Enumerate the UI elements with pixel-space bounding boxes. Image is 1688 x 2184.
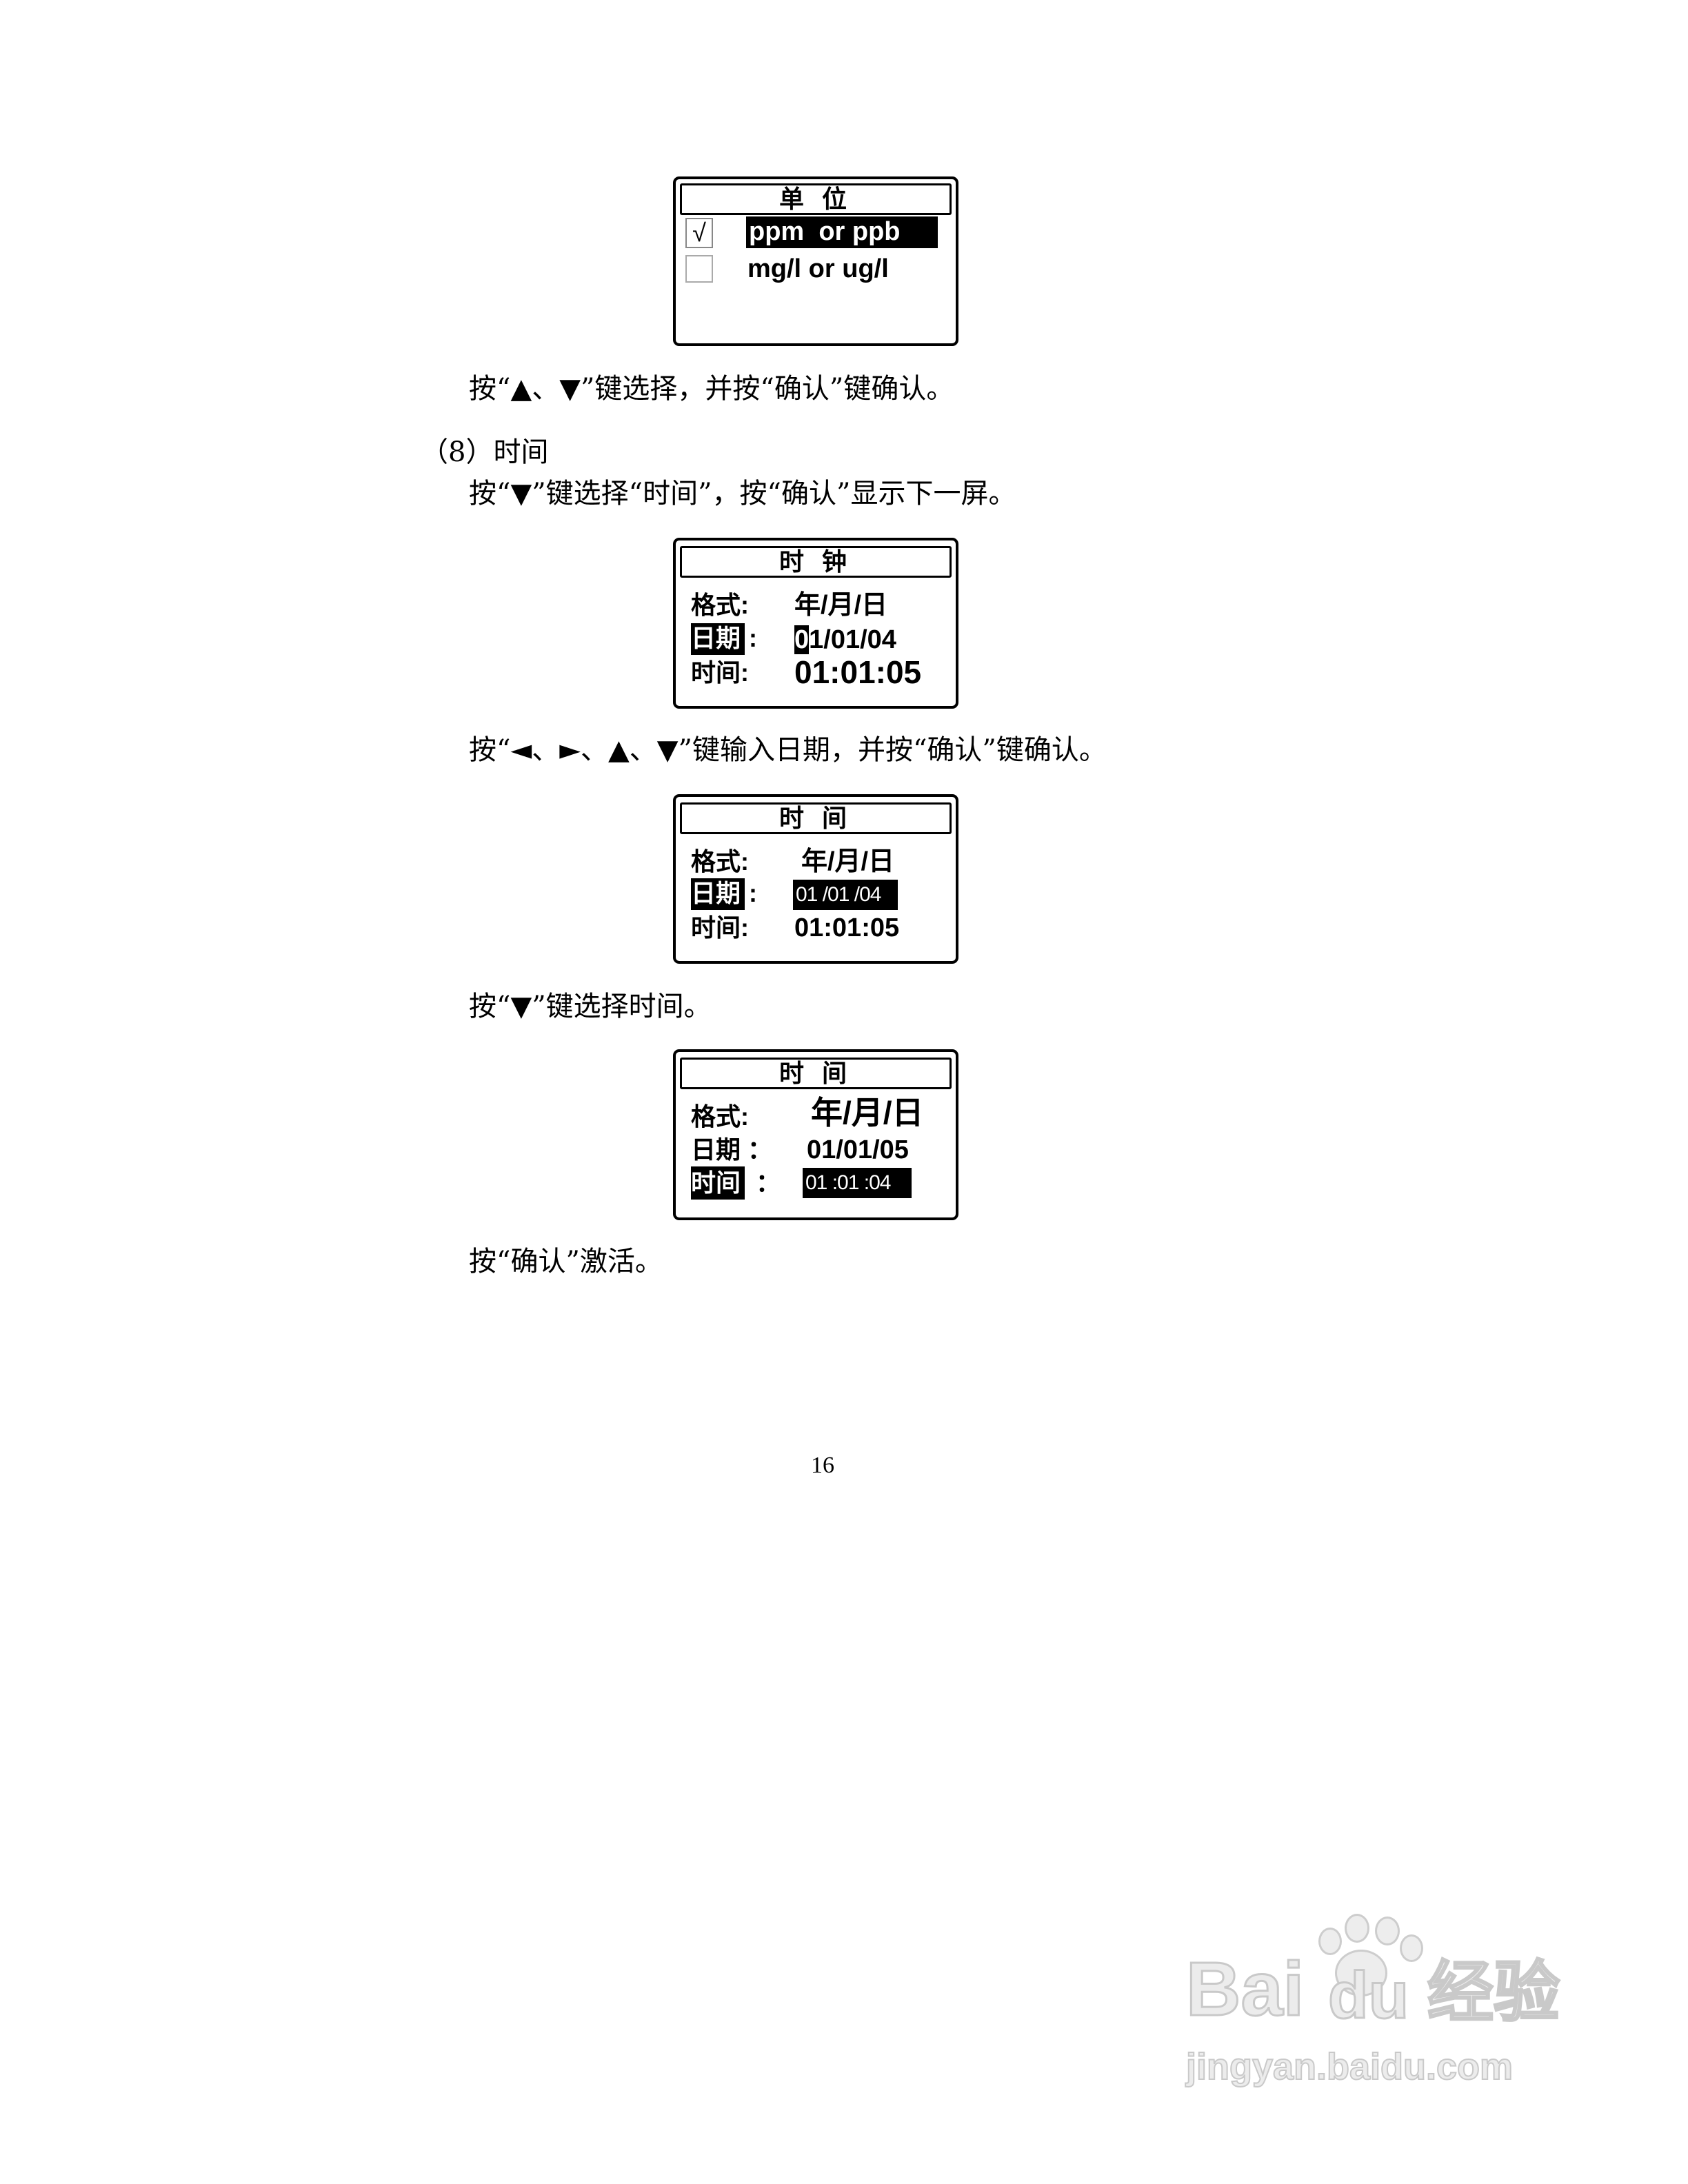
time-label: 时间: [691,913,749,942]
lcd-screen-time-date-edit: 时 间 格式: 年/月/日 日期 : 01 /01 /04 时间: 01:01:… [673,794,958,964]
watermark-url: jingyan.baidu.com [1185,2045,1514,2088]
section-heading: （8）时间 [421,436,549,468]
screen-title: 时 钟 [680,546,952,578]
screen-title: 时 间 [680,1058,952,1089]
format-value: 年/月/日 [811,1095,924,1131]
format-value: 年/月/日 [801,847,895,876]
date-label-selected: 日期 [691,878,745,910]
screen-title: 单 位 [680,183,952,215]
date-value: 01/01/05 [807,1135,909,1164]
time-label: 时间: [691,658,749,687]
date-label: 日期 ： [691,1135,773,1164]
instruction-date-input: 按“◄、►、▲、▼”键输入日期，并按“确认”键确认。 [469,734,1107,766]
option-mg-per-l: mg/l or ug/l [747,254,889,283]
paw-toe-icon [1375,1917,1400,1945]
paw-icon [1335,1950,1387,1996]
lcd-screen-unit: 单 位 √ ppm or ppb mg/l or ug/l [673,176,958,346]
option-ppm-selected: ppm or ppb [746,216,938,248]
instruction-time-select: 按“▼”键选择时间。 [469,991,712,1022]
paw-toe-icon [1318,1928,1342,1955]
time-value: 01:01:05 [794,913,900,942]
lcd-screen-time-time-edit: 时 间 格式: 年/月/日 日期 ： 01/01/05 时间 ： 01 :01 … [673,1049,958,1220]
date-label-selected: 日期 [691,623,745,655]
checkbox-unchecked [685,255,713,283]
time-colon: ： [756,1169,781,1197]
watermark-brand-cn: 经验 [1427,1955,1561,2031]
instruction-time-open: 按“▼”键选择“时间”，按“确认”显示下一屏。 [469,478,1016,509]
watermark-brand-part2: du [1327,1958,1409,2034]
date-rest: 1/01/04 [809,625,896,654]
time-label-selected: 时间 [691,1166,745,1200]
page-number: 16 [811,1453,834,1478]
date-cursor: 0 [794,625,810,654]
date-value: 01/01/04 [794,625,896,655]
time-value: 01:01:05 [794,654,922,690]
instruction-unit-select: 按“▲、▼”键选择，并按“确认”键确认。 [469,373,954,405]
paw-toe-icon [1345,1914,1369,1943]
instruction-activate: 按“确认”激活。 [469,1246,663,1277]
time-value-selected: 01 :01 :04 [803,1168,912,1198]
format-label: 格式: [691,591,749,619]
lcd-screen-clock: 时 钟 格式: 年/月/日 日期 : 01/01/04 时间: 01:01:05 [673,538,958,709]
checkbox-checked: √ [685,218,713,248]
format-value: 年/月/日 [794,591,888,620]
paw-toe-icon [1400,1934,1423,1962]
watermark-brand-part1: Bai [1185,1947,1305,2032]
date-colon: : [749,624,757,652]
screen-title: 时 间 [680,802,952,834]
format-label: 格式: [691,1102,749,1131]
date-colon: : [749,879,757,907]
format-label: 格式: [691,847,749,876]
date-value-selected: 01 /01 /04 [793,880,898,910]
